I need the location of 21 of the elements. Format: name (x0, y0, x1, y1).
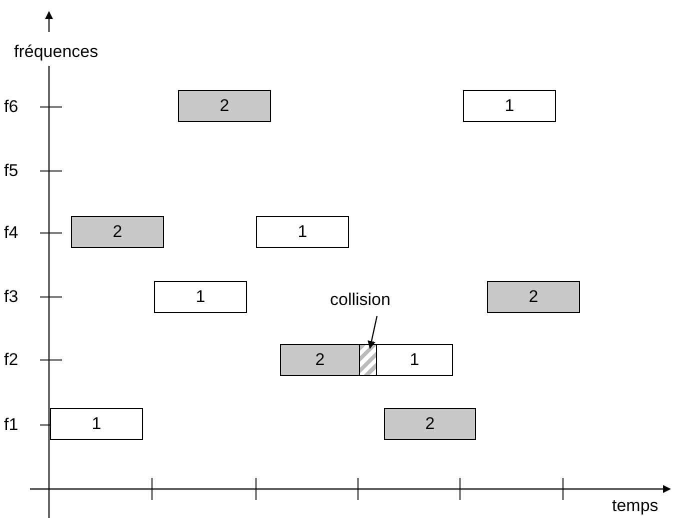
leader-line (368, 316, 378, 349)
tick-label: f6 (4, 97, 18, 117)
time-slot-box: 2 (71, 216, 164, 248)
time-slot-box: 2 (178, 90, 271, 122)
time-slot-box: 1 (256, 216, 349, 248)
callout-label: collision (330, 290, 390, 310)
tick-label: f2 (4, 350, 18, 370)
tick-label: f4 (4, 223, 18, 243)
time-slot-box: 1 (463, 90, 556, 122)
time-slot-box: 2 (487, 281, 580, 313)
tick-label: f1 (4, 415, 18, 435)
axis-title: temps (612, 496, 658, 516)
tick-label: f3 (4, 287, 18, 307)
axis-title: fréquences (14, 42, 98, 62)
collision-segment (359, 344, 377, 376)
tick-label: f5 (4, 161, 18, 181)
time-slot-box: 2 (280, 344, 360, 376)
time-slot-box: 1 (376, 344, 453, 376)
time-slot-box: 2 (384, 408, 476, 440)
time-slot-box: 1 (50, 408, 143, 440)
time-slot-box: 1 (154, 281, 247, 313)
